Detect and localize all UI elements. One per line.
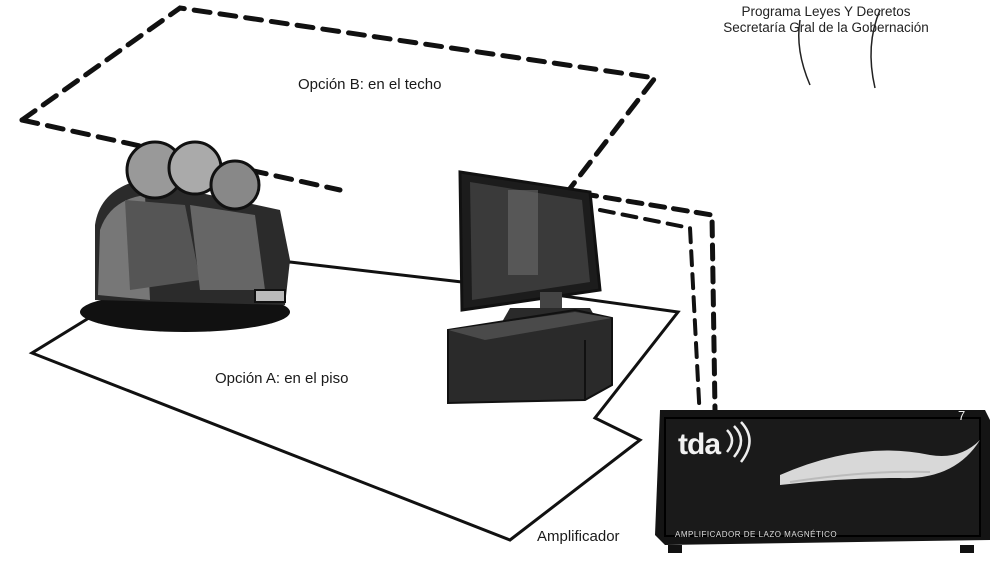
device-corner-mark: 7 xyxy=(958,408,966,423)
option-a-label: Opción A: en el piso xyxy=(215,370,349,387)
option-b-label: Opción B: en el techo xyxy=(298,76,442,93)
amplifier-device xyxy=(655,410,990,553)
approval-stamp: Programa Leyes Y Decretos Secretaría Gra… xyxy=(676,4,976,36)
device-brand-logo: tda xyxy=(678,428,721,461)
ceiling-cable-return xyxy=(598,208,702,422)
stamp-line-2: Secretaría Gral de la Gobernación xyxy=(723,20,929,35)
ceiling-loop-path xyxy=(19,5,660,198)
signature-strokes xyxy=(798,9,881,89)
tv-cabinet xyxy=(447,308,613,405)
sofa-with-people xyxy=(80,140,290,332)
ceiling-cable xyxy=(557,187,718,413)
device-front-text: AMPLIFICADOR DE LAZO MAGNÉTICO xyxy=(675,530,838,539)
tv-set xyxy=(458,170,602,322)
amplifier-label: Amplificador xyxy=(537,528,620,545)
stamp-line-1: Programa Leyes Y Decretos xyxy=(741,4,911,19)
